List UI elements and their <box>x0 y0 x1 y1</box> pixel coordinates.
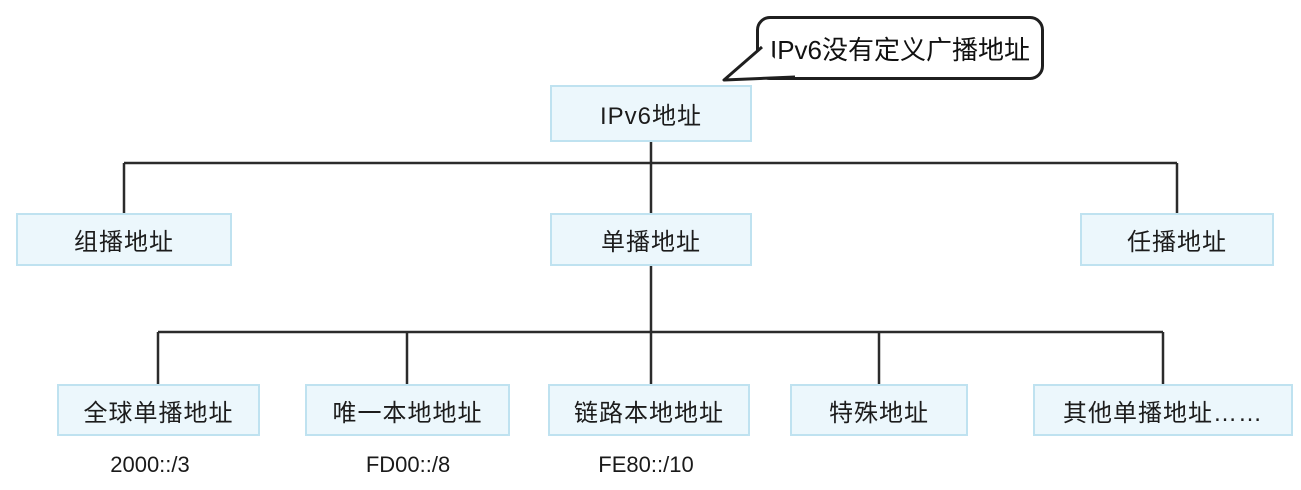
node-unicast-address-label: 单播地址 <box>601 229 701 256</box>
node-multicast-address-label: 组播地址 <box>74 229 174 256</box>
prefix-unique-local: FD00::/8 <box>365 452 451 477</box>
node-unique-local-address-label: 唯一本地地址 <box>332 399 483 427</box>
callout-no-broadcast-note: IPv6没有定义广播地址 <box>756 16 1044 80</box>
node-other-unicast-address: 其他单播地址…… <box>1033 384 1293 436</box>
node-other-unicast-address-label: 其他单播地址…… <box>1063 399 1263 427</box>
node-special-address-label: 特殊地址 <box>829 399 929 427</box>
node-multicast-address: 组播地址 <box>16 213 232 266</box>
node-link-local-address-label: 链路本地地址 <box>574 399 724 427</box>
prefix-link-local: FE80::/10 <box>598 452 694 477</box>
node-unique-local-address: 唯一本地地址 <box>305 384 510 436</box>
node-global-unicast-address: 全球单播地址 <box>57 384 260 436</box>
node-special-address: 特殊地址 <box>790 384 968 436</box>
prefix-global-unicast: 2000::/3 <box>110 452 190 477</box>
node-link-local-address: 链路本地地址 <box>548 384 750 436</box>
node-ipv6-address-label: IPv6地址 <box>599 103 703 130</box>
node-anycast-address-label: 任播地址 <box>1127 229 1227 256</box>
node-ipv6-address: IPv6地址 <box>550 85 752 142</box>
node-anycast-address: 任播地址 <box>1080 213 1274 266</box>
node-unicast-address: 单播地址 <box>550 213 752 266</box>
node-global-unicast-address-label: 全球单播地址 <box>83 399 234 427</box>
callout-no-broadcast-note-label: IPv6没有定义广播地址 <box>769 34 1031 65</box>
